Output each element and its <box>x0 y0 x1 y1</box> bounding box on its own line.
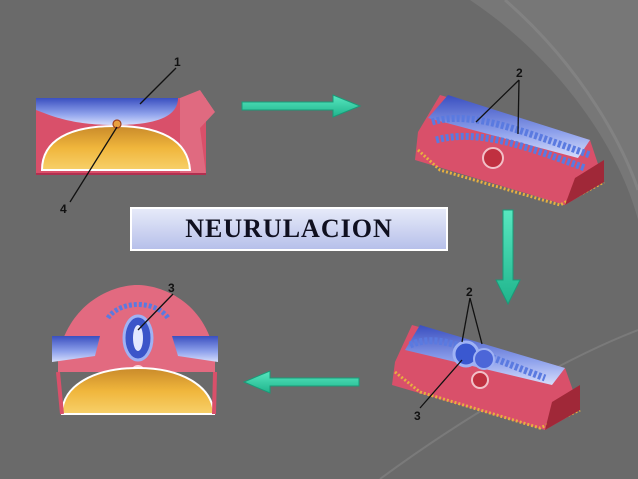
arrow-right <box>241 94 362 118</box>
label-4: 4 <box>60 202 67 216</box>
title-box: NEURULACION <box>130 207 448 251</box>
label-3-bottom: 3 <box>414 409 421 423</box>
arrow-down <box>495 209 521 306</box>
stage-neural-groove <box>392 325 581 430</box>
label-1: 1 <box>174 55 181 69</box>
stage-neural-tube <box>52 285 218 415</box>
label-2-top: 2 <box>516 66 523 80</box>
label-2-bottom: 2 <box>466 285 473 299</box>
slide-title: NEURULACION <box>185 214 393 243</box>
stage-neural-folds <box>415 95 605 207</box>
arrow-left <box>242 370 360 394</box>
leader-lines <box>69 67 520 409</box>
label-3-left: 3 <box>168 281 175 295</box>
stage-neural-plate <box>36 90 215 175</box>
